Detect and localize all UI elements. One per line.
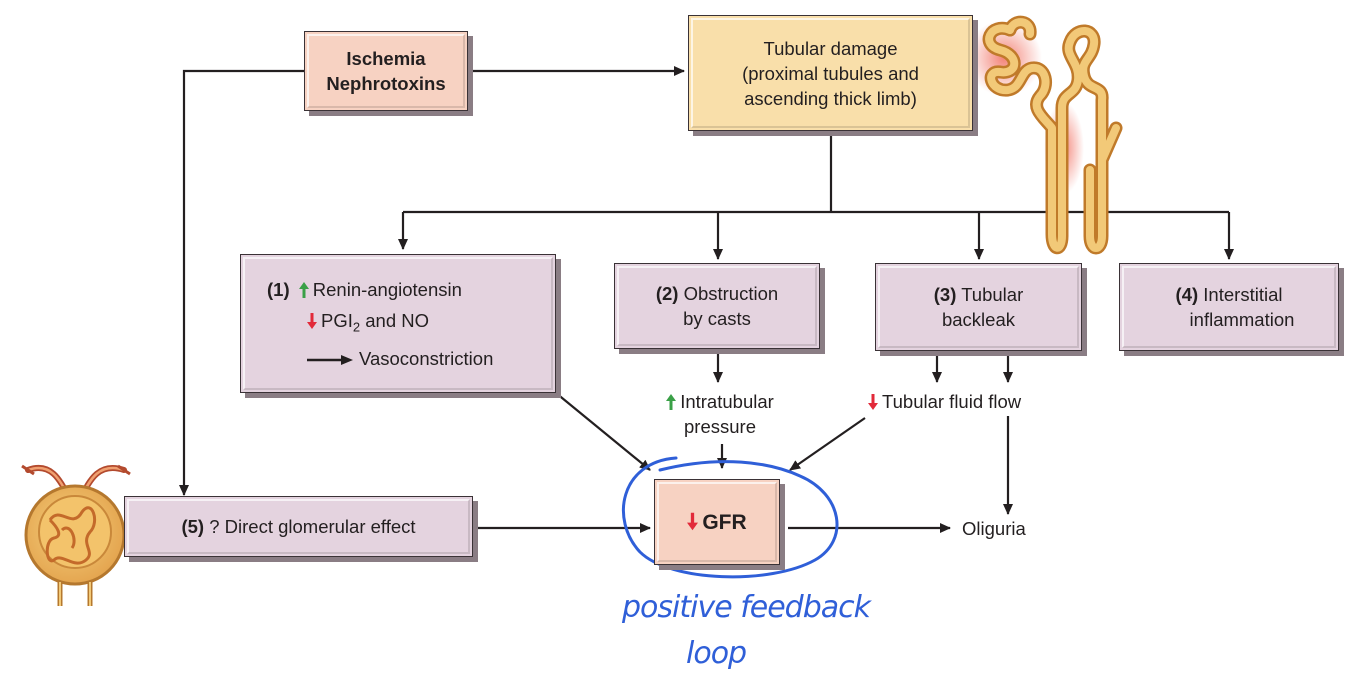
cause-nephrotoxins-label: Nephrotoxins xyxy=(326,73,446,94)
annotation-text-line2: loop xyxy=(686,636,747,671)
obstruction-detail: by casts xyxy=(683,308,751,329)
pressure-label-2: pressure xyxy=(684,416,756,437)
glomerular-label: ? Direct glomerular effect xyxy=(209,516,416,537)
inflammation-box: (4) Interstitial inflammation xyxy=(1119,263,1339,351)
glomerulus-icon xyxy=(21,464,131,606)
renin-label: Renin-angiotensin xyxy=(312,279,462,300)
gfr-box: GFR xyxy=(654,479,780,565)
arrow-flow-to-gfr xyxy=(789,417,866,471)
renin-angiotensin-box: (1) Renin-angiotensin PGI2 and NO Vasoco… xyxy=(240,254,556,393)
gfr-label: GFR xyxy=(702,510,747,534)
fluid-flow-label: Tubular fluid flow xyxy=(882,391,1022,412)
mechanism-number: (1) xyxy=(267,279,290,300)
arrow-down-icon xyxy=(687,512,699,530)
nephron-icon xyxy=(966,15,1123,255)
pressure-label: Intratubular xyxy=(680,391,774,412)
tubular-damage-box: Tubular damage (proximal tubules and asc… xyxy=(688,15,973,131)
vasoconstriction-line: Vasoconstriction xyxy=(267,346,555,371)
damage-detail-2: ascending thick limb) xyxy=(744,87,917,109)
mechanism-number: (3) xyxy=(933,284,957,305)
arrow-up-icon xyxy=(298,282,309,298)
arrow-down-icon xyxy=(307,313,317,329)
obstruction-label: Obstruction xyxy=(683,283,779,304)
intratubular-pressure-text: Intratubular pressure xyxy=(640,389,800,439)
glomerular-effect-box: (5) ? Direct glomerular effect xyxy=(124,496,473,557)
mechanism-number: (4) xyxy=(1175,284,1199,305)
no-label: and NO xyxy=(360,310,430,331)
arrow-up-icon xyxy=(666,394,677,410)
arrow-cause-to-glomerular xyxy=(179,69,304,496)
inflammation-label: Interstitial xyxy=(1203,284,1283,305)
oliguria-text: Oliguria xyxy=(962,518,1026,539)
arrow-renin-to-gfr xyxy=(555,392,651,471)
damage-detail-1: (proximal tubules and xyxy=(742,62,919,84)
backleak-box: (3) Tubular backleak xyxy=(875,263,1082,351)
renin-line: (1) Renin-angiotensin xyxy=(267,277,555,302)
inflammation-detail: inflammation xyxy=(1189,309,1295,330)
cause-ischemia-label: Ischemia xyxy=(346,48,426,69)
obstruction-box: (2) Obstruction by casts xyxy=(614,263,820,349)
long-arrow-right-icon xyxy=(307,354,353,365)
backleak-label: Tubular xyxy=(961,284,1024,305)
pgi-label: PGI xyxy=(321,310,353,331)
annotation-circle xyxy=(621,456,839,579)
pgi-subscript: 2 xyxy=(352,319,361,335)
damage-title: Tubular damage xyxy=(763,37,898,59)
mechanism-number: (5) xyxy=(181,516,205,537)
annotation-text-line1: positive feedback xyxy=(622,590,871,625)
arrow-down-icon xyxy=(868,394,878,410)
vasoconstriction-label: Vasoconstriction xyxy=(359,347,494,369)
backleak-detail: backleak xyxy=(941,309,1015,330)
cause-box: Ischemia Nephrotoxins xyxy=(304,31,468,111)
pgi-line: PGI2 and NO xyxy=(267,308,555,340)
tubular-fluid-flow-text: Tubular fluid flow xyxy=(868,389,1021,414)
mechanism-number: (2) xyxy=(655,283,679,304)
